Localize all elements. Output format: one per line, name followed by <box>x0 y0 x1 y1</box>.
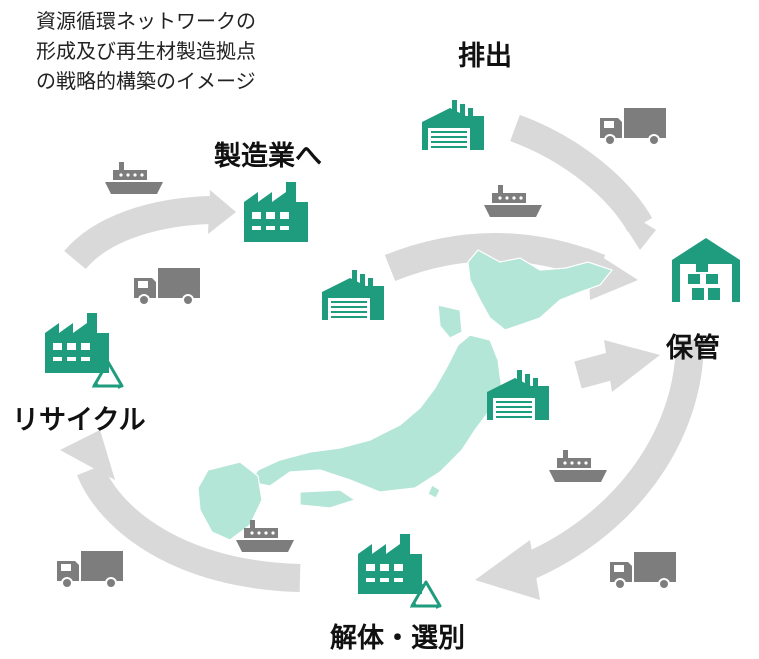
factory-icon <box>358 534 422 594</box>
factory-icon <box>45 313 109 373</box>
truck-icon <box>134 268 200 306</box>
title-line: 形成及び再生材製造拠点 <box>36 39 256 63</box>
stage-discharge-label: 排出 <box>458 41 512 72</box>
cycle-arrows <box>60 114 704 600</box>
stage-to-manufacturing-label: 製造業へ <box>214 141 322 172</box>
ship-icon <box>549 450 607 482</box>
ship-icon <box>105 162 163 194</box>
stage-dismantle-label: 解体・選別 <box>330 623 465 654</box>
factory-icon <box>244 182 308 242</box>
title-line: の戦略的構築のイメージ <box>36 69 256 93</box>
diagram-title: 資源循環ネットワークの 形成及び再生材製造拠点 の戦略的構築のイメージ <box>36 6 256 96</box>
warehouse-icon <box>672 238 740 302</box>
title-line: 資源循環ネットワークの <box>36 9 256 33</box>
japan-map <box>197 249 614 541</box>
stage-recycle-label: リサイクル <box>12 405 146 436</box>
truck-icon <box>610 552 676 590</box>
truck-icon <box>57 551 123 589</box>
factory-icon <box>322 270 384 320</box>
ship-icon <box>484 185 542 217</box>
factory-icon <box>422 100 484 150</box>
truck-icon <box>600 108 666 146</box>
stage-storage-label: 保管 <box>666 333 720 364</box>
